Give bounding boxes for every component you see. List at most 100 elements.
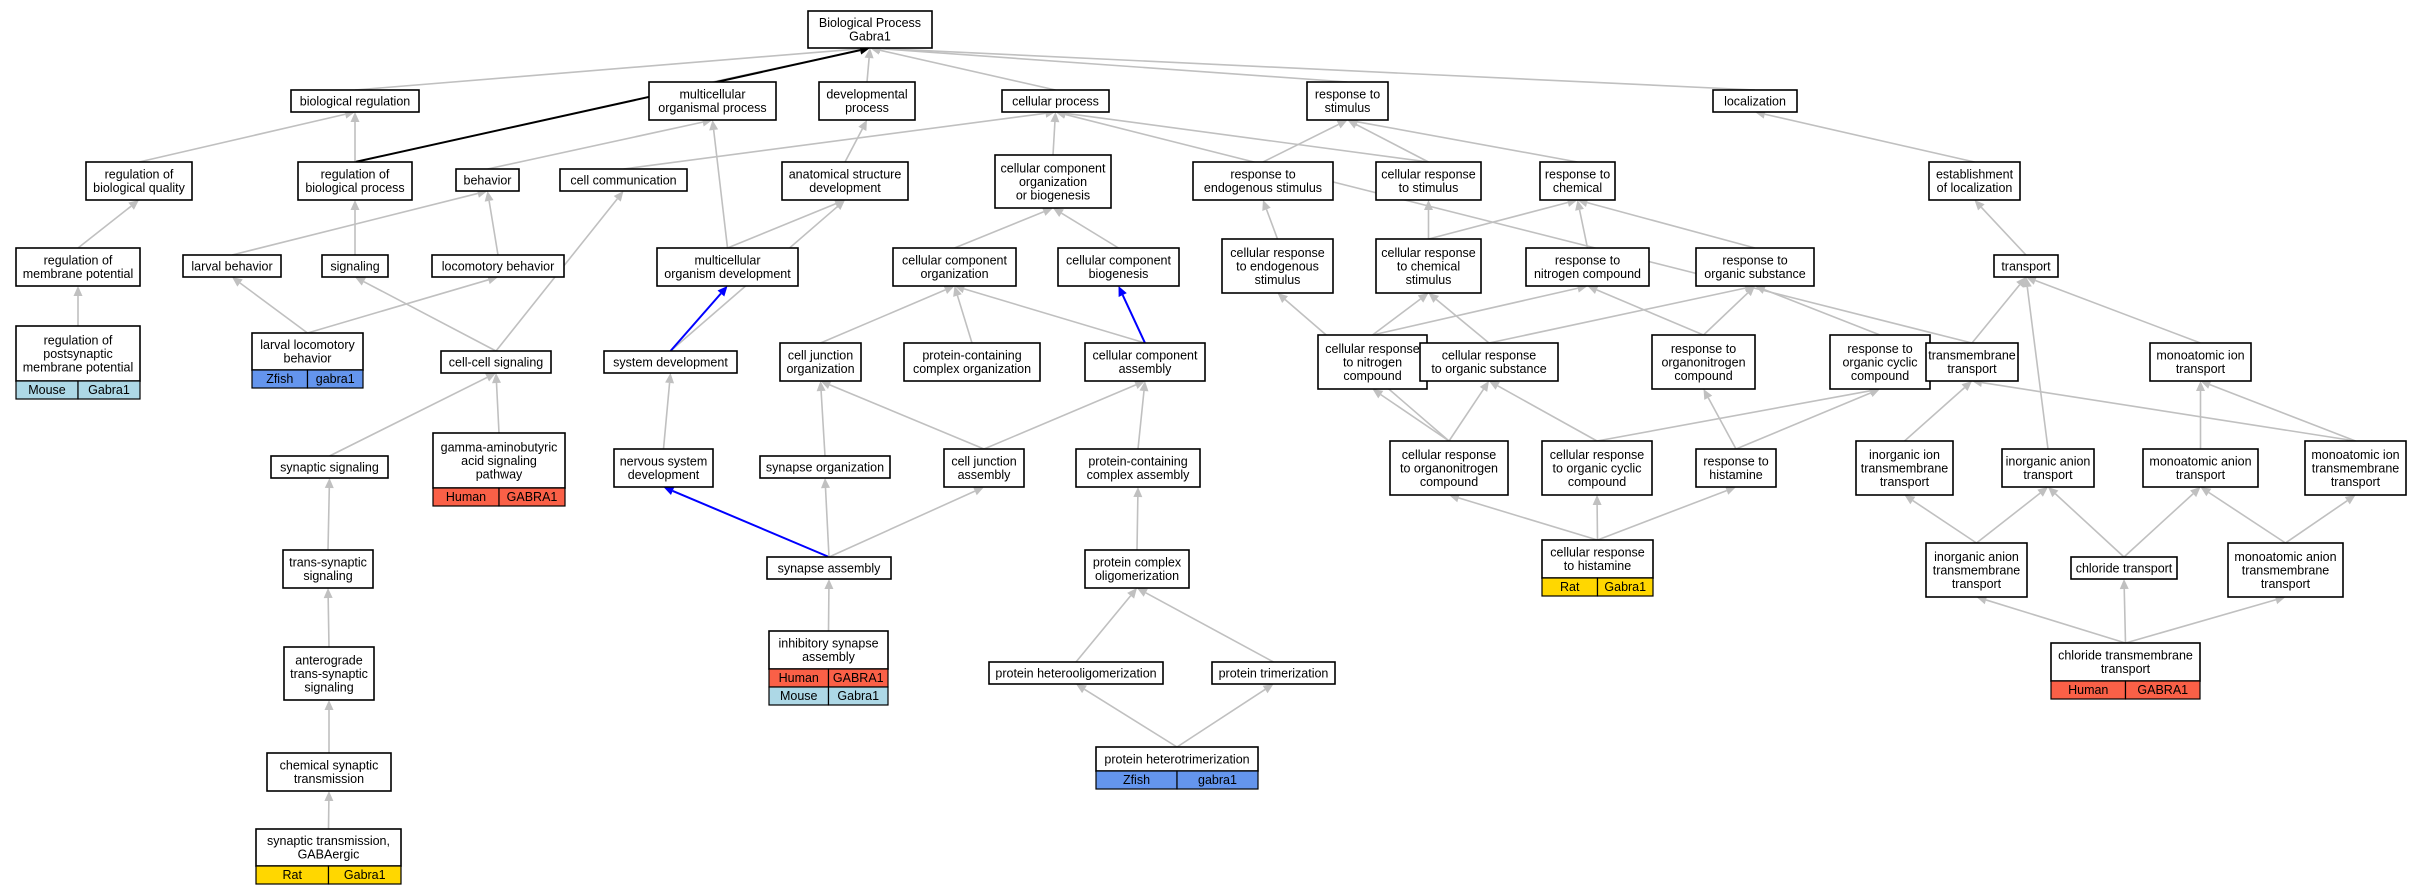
edge-anion_tm-to-anion_trans [2208, 491, 2286, 544]
go-term-larval_beh[interactable]: larval behavior [182, 254, 282, 278]
edge-chloride_tm-to-anion_tm [2125, 598, 2277, 644]
go-term-localization[interactable]: localization [1712, 89, 1798, 113]
gene-label: gabra1 [1198, 773, 1237, 787]
term-label: organic substance [1704, 267, 1806, 281]
go-term-syn_sig[interactable]: synaptic signaling [270, 455, 389, 479]
go-term-locomotory[interactable]: locomotory behavior [431, 254, 565, 278]
arrowhead [1479, 381, 1489, 392]
term-box [1993, 254, 2059, 278]
gene-label: GABRA1 [2137, 683, 2188, 697]
edge-chloride-to-inorg_anion [2054, 493, 2125, 558]
term-box [1389, 440, 1509, 496]
term-box [1695, 448, 1777, 488]
term-label: monoatomic anion [2149, 455, 2251, 469]
go-term-transport[interactable]: transport [1993, 254, 2059, 278]
term-label: Gabra1 [849, 30, 891, 44]
go-term-trimer[interactable]: protein trimerization [1211, 661, 1336, 685]
go-term-syn_asm[interactable]: synapse assembly [766, 556, 892, 580]
edge-pc_asm-to-cc_asm [1137, 390, 1145, 450]
gene-cell [1176, 770, 1259, 790]
arrowhead [1042, 207, 1053, 216]
term-box [1375, 161, 1482, 201]
go-term-behavior[interactable]: behavior [455, 168, 520, 192]
go-term-sysdev[interactable]: system development [603, 350, 738, 374]
term-label: nervous system [620, 455, 708, 469]
term-box [2070, 556, 2178, 580]
term-label: regulation of [105, 168, 174, 182]
term-label: biological process [305, 181, 404, 195]
arrowhead [350, 200, 360, 210]
term-box [779, 342, 862, 382]
go-term-heterolig[interactable]: protein heterooligomerization [988, 661, 1164, 685]
term-box [1375, 238, 1482, 294]
go-term-bioreg[interactable]: biological regulation [290, 89, 420, 113]
edge-anat-to-devproc [844, 128, 864, 163]
term-label: transmembrane [1933, 563, 2021, 577]
edge-cresp_hist-to-cresp_orgn [1458, 497, 1598, 541]
go-term-cellproc[interactable]: cellular process [1001, 89, 1110, 113]
edge-anion_tm-to-ion_tm [2285, 499, 2348, 544]
go-term-cellcomm[interactable]: cell communication [559, 168, 688, 192]
term-label: system development [613, 355, 728, 369]
go-term-chloride[interactable]: chloride transport [2070, 556, 2178, 580]
go-term-cellcell[interactable]: cell-cell signaling [440, 350, 552, 374]
edge-cc_bio-to-ccob [1061, 212, 1119, 249]
go-term-signaling[interactable]: signaling [321, 254, 389, 278]
go-term-syn_org[interactable]: synapse organization [759, 455, 891, 479]
term-label: to organic substance [1431, 362, 1546, 376]
